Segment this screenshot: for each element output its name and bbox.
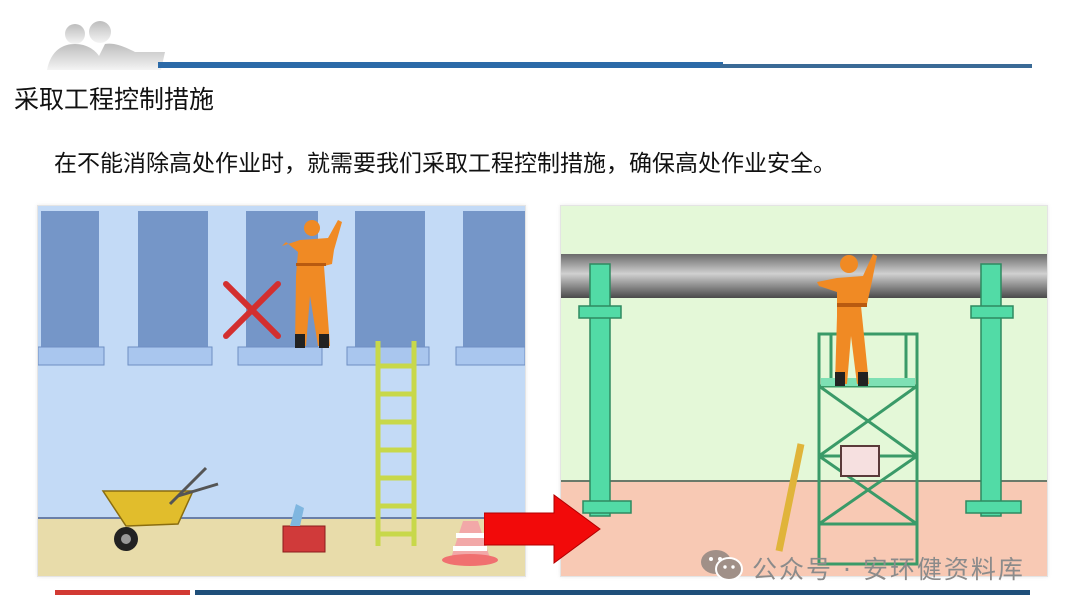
illustration-safe: [560, 205, 1048, 577]
watermark-text: 公众号 · 安环健资料库: [752, 555, 1025, 584]
wechat-icon: [700, 548, 744, 588]
slide-subtitle: 在不能消除高处作业时，就需要我们采取工程控制措施，确保高处作业安全。: [54, 151, 836, 177]
slide-title: 采取工程控制措施: [14, 85, 215, 114]
header-bar-thick: [158, 62, 723, 68]
people-silhouette-logo-icon: [45, 12, 165, 70]
right-arrow-icon: [483, 493, 602, 565]
watermark: 公众号 · 安环健资料库: [700, 548, 1025, 588]
header-bar-thin: [720, 64, 1032, 68]
footer-bar-red: [55, 590, 190, 595]
footer-bar-blue: [195, 590, 1030, 595]
illustration-unsafe: [37, 205, 526, 577]
